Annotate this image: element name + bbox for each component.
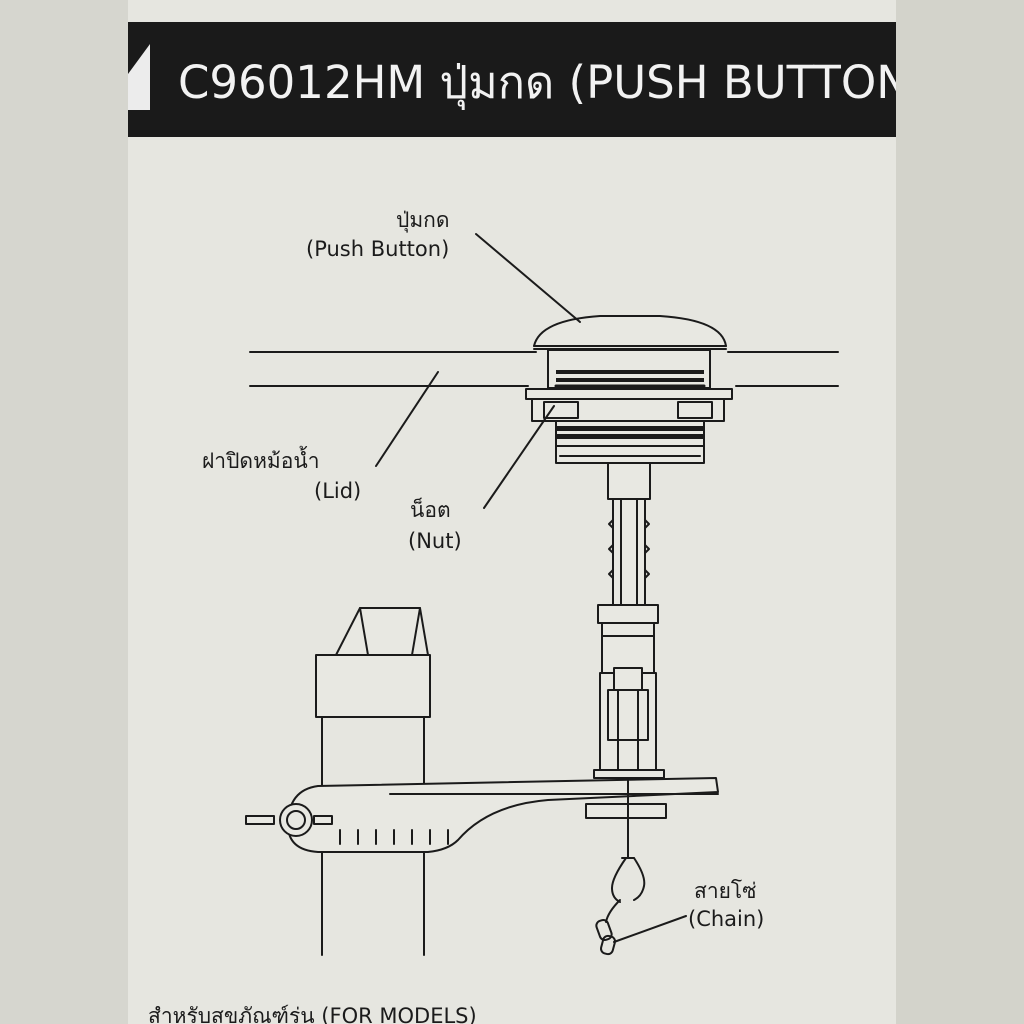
chain-label-th: สายโซ่ xyxy=(694,879,757,903)
lid-lines xyxy=(249,351,839,387)
nut-label-th: น็อต xyxy=(410,498,451,522)
chain-label-en: (Chain) xyxy=(688,907,765,931)
instruction-page: C96012HM ปุ่มกด (PUSH BUTTON xyxy=(128,0,896,1024)
stem-part xyxy=(597,462,659,674)
nut-label-en: (Nut) xyxy=(408,529,462,553)
push-button-part xyxy=(533,315,727,389)
push-button-diagram xyxy=(245,233,839,956)
push-button-label-en: (Push Button) xyxy=(306,237,450,261)
title-banner: C96012HM ปุ่มกด (PUSH BUTTON xyxy=(128,22,896,137)
lid-label-en: (Lid) xyxy=(314,479,362,503)
chain-part xyxy=(595,779,646,956)
lever-assembly xyxy=(593,667,665,781)
nut-part xyxy=(525,388,733,464)
lid-label-th: ฝาปิดหม้อน้ำ xyxy=(202,449,320,473)
right-background xyxy=(896,0,1024,1024)
left-background xyxy=(0,0,128,1024)
float-arm xyxy=(245,777,719,853)
page-title: C96012HM ปุ่มกด (PUSH BUTTON xyxy=(178,56,896,109)
push-button-label-th: ปุ่มกด xyxy=(396,208,450,232)
models-footer-text: สำหรับสุขภัณฑ์รุ่น (FOR MODELS) xyxy=(148,1004,477,1024)
corner-mark-icon xyxy=(128,44,150,110)
flush-valve-tube xyxy=(315,607,431,956)
leader-lines xyxy=(375,233,687,943)
